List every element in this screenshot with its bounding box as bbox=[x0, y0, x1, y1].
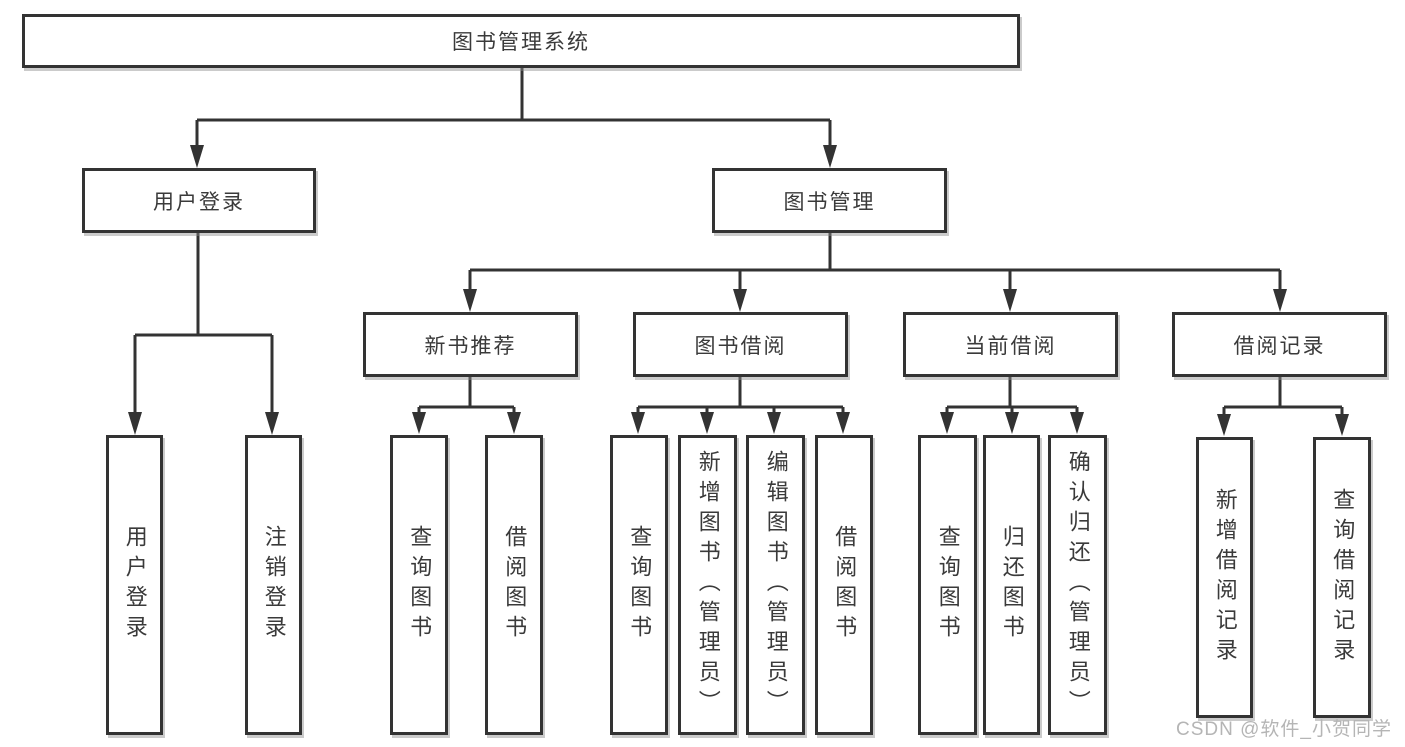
node-book-management-branch: 图书管理 bbox=[712, 168, 947, 233]
leaf-add-borrow-record: 新增借阅记录 bbox=[1196, 437, 1253, 718]
node-label: 新增图书（管理员） bbox=[695, 450, 721, 720]
node-label: 查询借阅记录 bbox=[1330, 487, 1356, 668]
node-label: 查询图书 bbox=[935, 525, 961, 645]
node-label: 当前借阅 bbox=[964, 334, 1057, 358]
leaf-add-book-admin: 新增图书（管理员） bbox=[678, 435, 737, 735]
node-label: 图书管理 bbox=[783, 190, 876, 214]
leaf-borrow-book: 借阅图书 bbox=[815, 435, 873, 735]
leaf-edit-book-admin: 编辑图书（管理员） bbox=[746, 435, 805, 735]
leaf-query-book-borrow: 查询图书 bbox=[610, 435, 668, 735]
node-new-book-recommend: 新书推荐 bbox=[363, 312, 578, 377]
node-label: 图书管理系统 bbox=[452, 31, 590, 54]
node-label: 借阅记录 bbox=[1233, 334, 1326, 358]
leaf-user-login: 用户登录 bbox=[106, 435, 163, 735]
node-label: 查询图书 bbox=[407, 525, 433, 645]
node-label: 归还图书 bbox=[999, 525, 1025, 645]
node-label: 编辑图书（管理员） bbox=[763, 450, 789, 720]
node-label: 用户登录 bbox=[153, 190, 245, 214]
node-user-login-branch: 用户登录 bbox=[82, 168, 316, 233]
leaf-query-book-recommend: 查询图书 bbox=[390, 435, 448, 735]
node-label: 确认归还（管理员） bbox=[1065, 450, 1091, 720]
node-library-management-system: 图书管理系统 bbox=[22, 14, 1020, 68]
leaf-query-borrow-record: 查询借阅记录 bbox=[1313, 437, 1371, 718]
node-label: 用户登录 bbox=[122, 525, 148, 645]
leaf-query-book-current: 查询图书 bbox=[918, 435, 977, 735]
node-label: 新书推荐 bbox=[424, 334, 517, 358]
csdn-watermark: CSDN @软件_小贺同学 bbox=[1176, 719, 1392, 740]
leaf-logout: 注销登录 bbox=[245, 435, 302, 735]
node-label: 查询图书 bbox=[627, 525, 653, 645]
leaf-return-book: 归还图书 bbox=[983, 435, 1040, 735]
node-current-borrow: 当前借阅 bbox=[903, 312, 1118, 377]
node-label: 借阅图书 bbox=[502, 525, 528, 645]
leaf-confirm-return-admin: 确认归还（管理员） bbox=[1048, 435, 1107, 735]
node-borrow-records: 借阅记录 bbox=[1172, 312, 1387, 377]
node-label: 新增借阅记录 bbox=[1212, 487, 1238, 668]
node-label: 借阅图书 bbox=[832, 525, 858, 645]
node-label: 图书借阅 bbox=[694, 334, 787, 358]
node-label: 注销登录 bbox=[261, 525, 287, 645]
node-book-borrow: 图书借阅 bbox=[633, 312, 848, 377]
leaf-borrow-book-recommend: 借阅图书 bbox=[485, 435, 543, 735]
